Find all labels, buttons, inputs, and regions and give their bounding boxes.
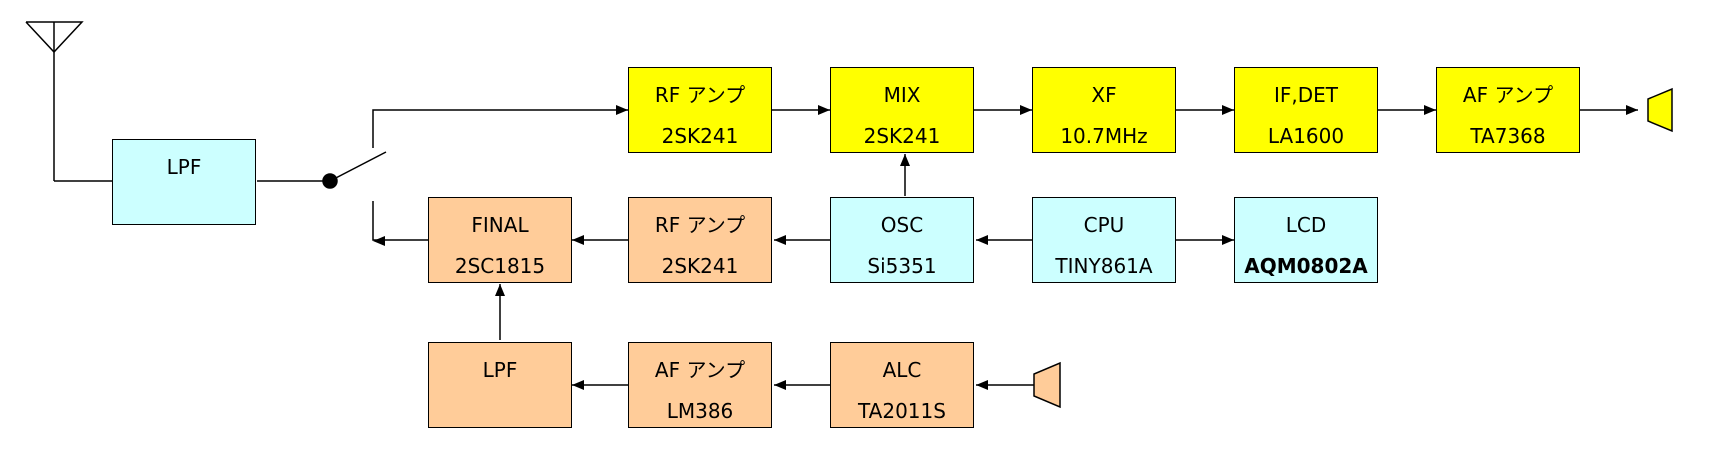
block-part: AQM0802A	[1244, 254, 1368, 278]
block-part: 2SK241	[863, 124, 941, 148]
speaker-icon	[1647, 87, 1673, 133]
block-part: LA1600	[1267, 124, 1345, 148]
antenna-lpf-block: LPF	[112, 139, 256, 225]
lcd-block: LCD AQM0802A	[1234, 197, 1378, 283]
tx-lpf-block: LPF	[428, 342, 572, 428]
microphone-icon	[1033, 361, 1061, 409]
antenna-icon	[25, 21, 112, 182]
rx-af-amp-block: AF アンプ TA7368	[1436, 67, 1580, 153]
rx-connections	[372, 105, 1638, 148]
block-part: 2SK241	[661, 254, 739, 278]
block-title: CPU	[1083, 213, 1125, 237]
block-title: AF アンプ	[1462, 83, 1554, 107]
block-part: TA2011S	[858, 399, 946, 423]
rx-rf-amp-block: RF アンプ 2SK241	[628, 67, 772, 153]
tx-af-amp-block: AF アンプ LM386	[628, 342, 772, 428]
xf-block: XF 10.7MHz	[1032, 67, 1176, 153]
osc-block: OSC Si5351	[830, 197, 974, 283]
block-title: AF アンプ	[654, 358, 746, 382]
block-part: Si5351	[867, 254, 937, 278]
mix-block: MIX 2SK241	[830, 67, 974, 153]
block-part: 2SC1815	[454, 254, 546, 278]
tx-rf-amp-block: RF アンプ 2SK241	[628, 197, 772, 283]
block-title: FINAL	[471, 213, 529, 237]
block-part: 2SK241	[661, 124, 739, 148]
block-title: OSC	[880, 213, 924, 237]
block-title: LPF	[482, 358, 518, 382]
block-title: RF アンプ	[654, 213, 746, 237]
block-title: IF,DET	[1273, 83, 1338, 107]
block-title: ALC	[882, 358, 922, 382]
block-part: TINY861A	[1055, 254, 1153, 278]
if-det-block: IF,DET LA1600	[1234, 67, 1378, 153]
block-title: MIX	[883, 83, 921, 107]
cpu-block: CPU TINY861A	[1032, 197, 1176, 283]
alc-block: ALC TA2011S	[830, 342, 974, 428]
block-title: XF	[1091, 83, 1117, 107]
block-title: RF アンプ	[654, 83, 746, 107]
tx-connections	[372, 154, 1234, 390]
block-part: LM386	[666, 399, 734, 423]
block-title: LPF	[166, 155, 202, 179]
block-title: LCD	[1285, 213, 1327, 237]
block-part: TA7368	[1470, 124, 1546, 148]
block-part: 10.7MHz	[1060, 124, 1148, 148]
final-block: FINAL 2SC1815	[428, 197, 572, 283]
switch-icon	[257, 151, 387, 189]
